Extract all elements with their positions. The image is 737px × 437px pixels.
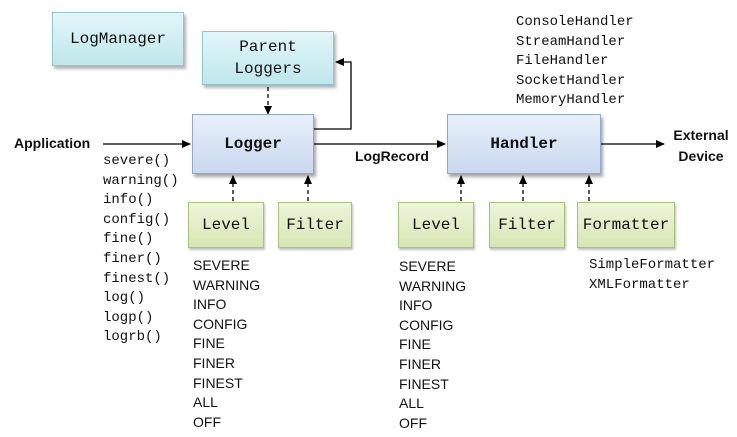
logger-label: Logger: [224, 135, 282, 153]
list-item: CONFIG: [399, 316, 454, 333]
list-item: warning(): [103, 172, 179, 189]
list-item: INFO: [399, 297, 433, 314]
list-item: CONFIG: [193, 315, 248, 332]
formatter-label: Formatter: [582, 216, 670, 234]
handler-level-values-list: SEVERE WARNING INFO CONFIG FINE FINER FI…: [399, 257, 466, 433]
log-record-label: LogRecord: [355, 148, 429, 164]
list-item: FINEST: [399, 375, 449, 392]
list-item: info(): [103, 192, 154, 209]
list-item: OFF: [193, 413, 221, 430]
handler-types-list: ConsoleHandler StreamHandler FileHandler…: [516, 13, 634, 111]
list-item: logrb(): [103, 329, 162, 346]
logger-filter-box: Filter: [278, 202, 352, 248]
handler-box: Handler: [447, 114, 601, 174]
list-item: log(): [103, 290, 146, 307]
list-item: finer(): [103, 250, 162, 267]
list-item: SEVERE: [193, 257, 250, 273]
log-manager-box: LogManager: [52, 12, 184, 66]
logger-level-values-list: SEVERE WARNING INFO CONFIG FINE FINER FI…: [193, 256, 260, 432]
list-item: FINE: [193, 335, 225, 352]
log-manager-label: LogManager: [69, 30, 166, 48]
list-item: SimpleFormatter: [589, 257, 716, 273]
list-item: SocketHandler: [516, 72, 626, 89]
formatter-box: Formatter: [577, 202, 675, 248]
logger-box: Logger: [192, 114, 314, 174]
list-item: INFO: [193, 296, 227, 313]
logger-level-label: Level: [201, 216, 250, 234]
list-item: WARNING: [399, 277, 467, 294]
handler-level-label: Level: [411, 216, 460, 234]
handler-level-box: Level: [398, 202, 474, 248]
logger-level-box: Level: [188, 202, 264, 248]
formatter-types-list: SimpleFormatter XMLFormatter: [589, 256, 715, 295]
list-item: ALL: [193, 394, 218, 411]
list-item: FINER: [193, 354, 235, 371]
list-item: XMLFormatter: [589, 276, 690, 293]
list-item: FileHandler: [516, 53, 609, 70]
list-item: severe(): [103, 153, 171, 169]
list-item: fine(): [103, 231, 154, 248]
application-label: Application: [14, 135, 91, 151]
list-item: OFF: [399, 414, 427, 431]
handler-filter-box: Filter: [489, 202, 565, 248]
logger-methods-list: severe() warning() info() config() fine(…: [103, 152, 179, 348]
list-item: ConsoleHandler: [516, 14, 634, 30]
list-item: StreamHandler: [516, 33, 626, 50]
list-item: logp(): [103, 309, 154, 326]
list-item: MemoryHandler: [516, 92, 626, 109]
handler-label: Handler: [490, 135, 558, 153]
list-item: FINEST: [193, 374, 243, 391]
logger-to-parent-arrow: [314, 58, 352, 130]
parent-loggers-label: Parent Loggers: [234, 38, 302, 78]
list-item: FINE: [399, 336, 431, 353]
list-item: WARNING: [193, 276, 261, 293]
list-item: config(): [103, 211, 171, 228]
handler-filter-label: Filter: [498, 216, 556, 234]
list-item: finest(): [103, 270, 171, 287]
list-item: SEVERE: [399, 258, 456, 274]
list-item: FINER: [399, 355, 441, 372]
external-device-label: External Device: [673, 127, 729, 164]
logger-filter-label: Filter: [286, 216, 344, 234]
parent-loggers-box: Parent Loggers: [202, 31, 334, 85]
list-item: ALL: [399, 395, 424, 412]
